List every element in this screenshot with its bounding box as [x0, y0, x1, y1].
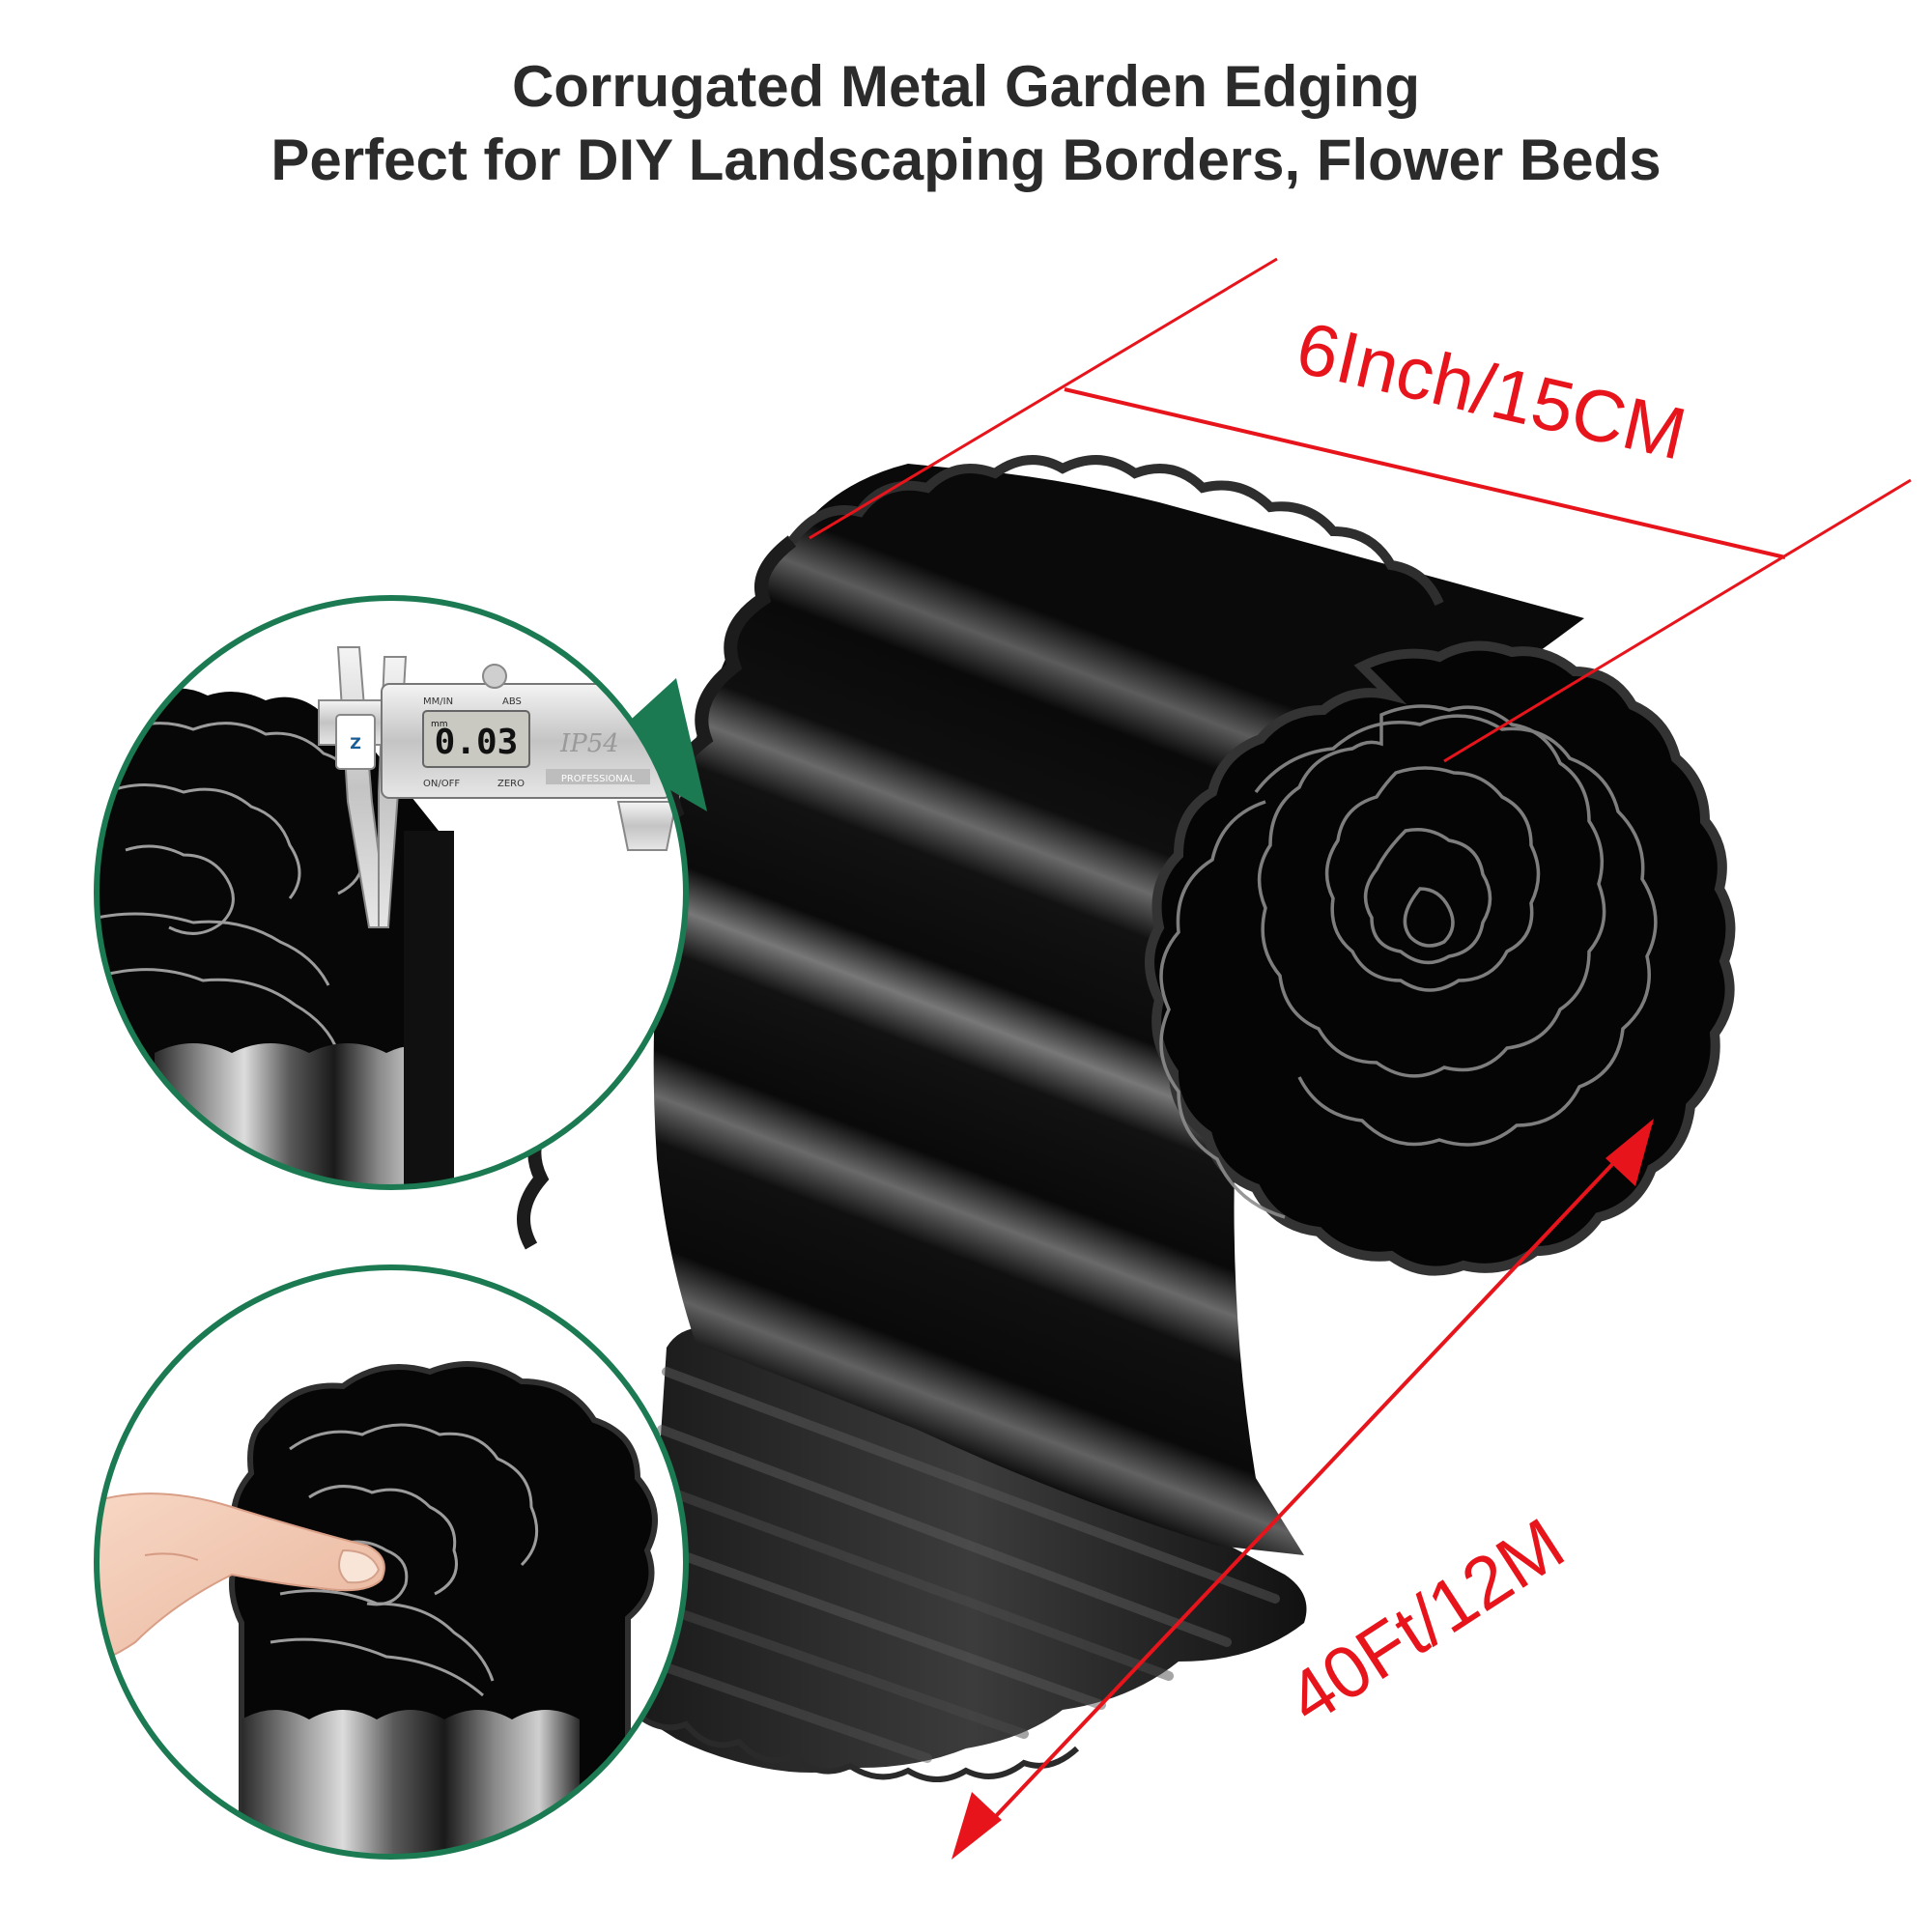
arrowhead-up-icon: [1605, 1119, 1654, 1186]
caliper-rating: IP54: [559, 729, 619, 758]
inset-thickness-measurement: Z 0.03 mm MM/IN ABS ON/OFF ZERO IP54 PRO…: [94, 595, 707, 1190]
caliper-unit: mm: [431, 720, 448, 729]
inset-coil-closeup: [94, 1264, 689, 1860]
arrowhead-down-icon: [952, 1792, 1002, 1860]
headline: Corrugated Metal Garden Edging Perfect f…: [0, 50, 1932, 197]
caliper-reading: 0.03: [435, 723, 519, 762]
length-label: 40Ft/12M: [1273, 1503, 1578, 1741]
svg-text:Z: Z: [350, 734, 361, 753]
headline-line-1: Corrugated Metal Garden Edging: [511, 54, 1421, 119]
headline-line-2: Perfect for DIY Landscaping Borders, Flo…: [270, 128, 1662, 192]
caliper-model: PROFESSIONAL: [561, 774, 636, 784]
unrolled-strip: [636, 1320, 1307, 1782]
height-label: 6Inch/15CM: [1290, 307, 1693, 476]
caliper-mode-label: MM/IN: [423, 696, 453, 707]
roll-end-face: [1145, 640, 1736, 1276]
caliper-zero-label: ZERO: [497, 779, 525, 789]
extension-line-top-left: [809, 257, 1278, 540]
length-dimension-line: [976, 1121, 1654, 1837]
height-dimension-line: [1064, 387, 1786, 559]
inset-border-bottom: [94, 1264, 689, 1860]
caliper-onoff-label: ON/OFF: [423, 779, 460, 789]
extension-line-top-right: [1443, 478, 1912, 763]
digital-caliper-icon: Z 0.03 mm MM/IN ABS ON/OFF ZERO IP54 PRO…: [318, 646, 678, 928]
callout-pointer-icon: [599, 678, 707, 811]
pointing-finger-icon: [97, 1492, 385, 1663]
inset-border-top: [94, 595, 689, 1190]
caliper-abs-label: ABS: [502, 696, 522, 707]
